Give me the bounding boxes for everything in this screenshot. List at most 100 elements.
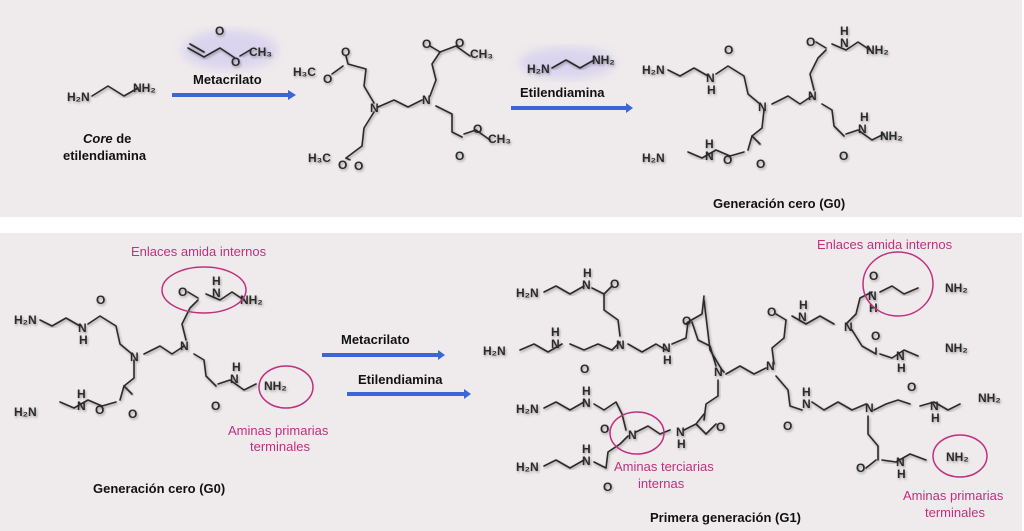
atom-h3c: H₃C <box>308 151 331 165</box>
atom-h: H <box>897 467 906 481</box>
atom-h: H <box>582 384 591 398</box>
atom-n: N <box>676 425 685 439</box>
reagent-glow <box>519 47 615 79</box>
atom-n: N <box>714 365 723 379</box>
atom-n: N <box>858 122 867 136</box>
highlight-primary-right <box>932 434 988 478</box>
atom-o: O <box>783 419 792 433</box>
atom-h: H <box>897 361 906 375</box>
atom-o: O <box>723 153 732 167</box>
atom-o: O <box>215 24 224 38</box>
atom-o: O <box>338 158 347 172</box>
core-ethylenediamine: H₂N NH₂ <box>67 81 156 104</box>
atom-n: N <box>130 350 139 364</box>
atom-n: N <box>422 93 431 107</box>
methyl-acrylate-molecule: O O CH₃ <box>187 24 272 69</box>
atom-h: H <box>705 137 714 151</box>
annotation-primary-right-1: Aminas primarias <box>903 488 1004 503</box>
atom-h2n: H₂N <box>516 460 539 474</box>
atom-nh2: NH₂ <box>978 391 1001 405</box>
atom-o: O <box>422 37 431 51</box>
atom-n: N <box>662 341 671 355</box>
atom-o: O <box>178 285 187 299</box>
atom-n: N <box>370 101 379 115</box>
atom-h: H <box>583 266 592 280</box>
atom-h: H <box>707 83 716 97</box>
atom-n: N <box>582 454 591 468</box>
atom-h: H <box>551 325 560 339</box>
g0-structure-bottom: H₂N N H O N N O H N NH₂ H N NH₂ O H₂N H … <box>14 274 287 421</box>
atom-o: O <box>455 149 464 163</box>
atom-o: O <box>354 159 363 173</box>
annotation-primary-left-1: Aminas primarias <box>228 423 329 438</box>
atom-n: N <box>582 396 591 410</box>
atom-o: O <box>341 45 350 59</box>
atom-nh2: NH₂ <box>946 450 969 464</box>
annotation-tertiary-2: internas <box>638 476 685 491</box>
g0-label-bottom: Generación cero (G0) <box>93 481 225 496</box>
atom-ch3: CH₃ <box>249 45 272 59</box>
atom-h: H <box>840 24 849 38</box>
atom-nh2: NH₂ <box>880 129 903 143</box>
core-label-line2: etilendiamina <box>63 148 147 163</box>
highlight-amide-left <box>161 266 247 314</box>
highlight-amide-right <box>862 251 934 317</box>
atom-nh2: NH₂ <box>240 293 263 307</box>
atom-h2n: H₂N <box>516 286 539 300</box>
atom-o: O <box>767 305 776 319</box>
atom-h2n: H₂N <box>642 151 665 165</box>
atom-h: H <box>799 298 808 312</box>
atom-o: O <box>724 43 733 57</box>
atom-o: O <box>682 314 691 328</box>
arrow-2-head <box>626 103 633 113</box>
atom-h2n: H₂N <box>67 90 90 104</box>
atom-n: N <box>798 310 807 324</box>
atom-h: H <box>79 333 88 347</box>
atom-o: O <box>839 149 848 163</box>
atom-o: O <box>231 55 240 69</box>
core-label: Core de <box>83 131 131 146</box>
highlight-primary-left <box>258 365 314 409</box>
annotation-amide-right: Enlaces amida internos <box>817 237 953 252</box>
atom-n: N <box>896 349 905 363</box>
atom-o: O <box>323 72 332 86</box>
atom-o: O <box>603 480 612 494</box>
atom-nh2: NH₂ <box>945 281 968 295</box>
atom-o: O <box>907 380 916 394</box>
bottom-panel <box>0 233 1022 531</box>
atom-n: N <box>844 320 853 334</box>
atom-h: H <box>582 442 591 456</box>
annotation-primary-right-2: terminales <box>925 505 985 520</box>
atom-o: O <box>610 277 619 291</box>
atom-h2n: H₂N <box>14 405 37 419</box>
atom-h: H <box>212 274 221 288</box>
annotation-tertiary-1: Aminas terciarias <box>614 459 714 474</box>
atom-h: H <box>802 385 811 399</box>
atom-n: N <box>628 428 637 442</box>
atom-nh2: NH₂ <box>866 43 889 57</box>
atom-o: O <box>756 157 765 171</box>
atom-n: N <box>616 338 625 352</box>
atom-h: H <box>232 360 241 374</box>
atom-o: O <box>871 329 880 343</box>
atom-o: O <box>856 461 865 475</box>
atom-n: N <box>802 397 811 411</box>
atom-n: N <box>705 149 714 163</box>
atom-n: N <box>77 399 86 413</box>
atom-n: N <box>868 289 877 303</box>
atom-ch3: CH₃ <box>488 132 511 146</box>
step2-label: Etilendiamina <box>358 372 443 387</box>
atom-n: N <box>230 372 239 386</box>
atom-o: O <box>473 122 482 136</box>
atom-n: N <box>808 89 817 103</box>
highlight-tertiary <box>609 411 665 455</box>
atom-o: O <box>716 420 725 434</box>
arrow-1-head <box>288 90 296 100</box>
g1-label: Primera generación (G1) <box>650 510 801 525</box>
annotation-primary-left-2: terminales <box>250 439 310 454</box>
atom-o: O <box>806 35 815 49</box>
atom-o: O <box>869 269 878 283</box>
atom-n: N <box>758 100 767 114</box>
g1-structure: H₂N H N O H₂N H N O N N H O N N H₂N H N … <box>483 266 1001 494</box>
step1-label: Metacrilato <box>341 332 410 347</box>
